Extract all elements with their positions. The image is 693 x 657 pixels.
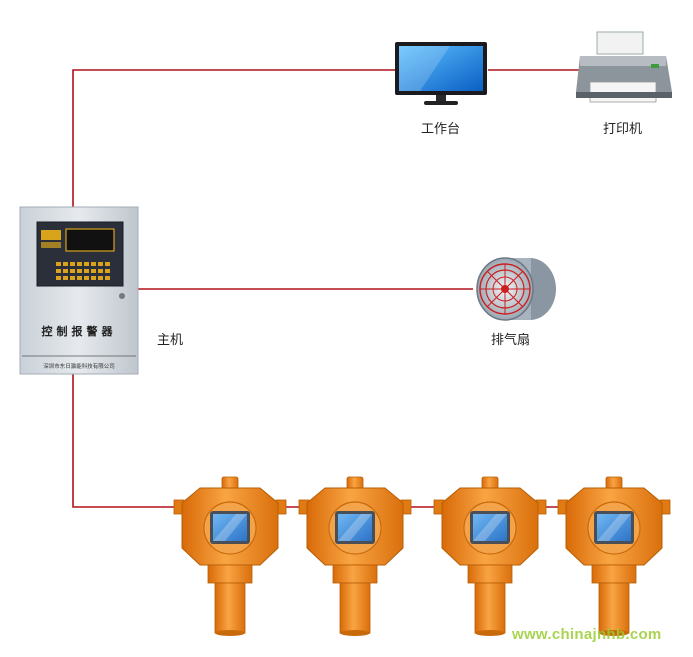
cabinet-panel-title: 控制报警器 — [42, 324, 117, 338]
watermark-text: www.chinajnhb.com — [512, 626, 662, 643]
printer-icon — [576, 31, 672, 103]
host-label: 主机 — [157, 333, 184, 348]
wire-host-to-detectors — [72, 374, 178, 508]
cabinet-lock-icon — [119, 293, 125, 299]
detector-lcd-screen — [473, 514, 507, 541]
keypad — [56, 262, 110, 280]
gas-detector-2 — [298, 476, 412, 636]
cabinet-company-name: 深圳市东日瀛能科技有限公司 — [43, 362, 115, 370]
detector-lcd-screen — [338, 514, 372, 541]
controller-cabinet: 控制报警器 深圳市东日瀛能科技有限公司 — [19, 206, 139, 375]
gas-detector-4 — [557, 476, 671, 636]
monitor-icon — [395, 42, 487, 105]
printer-label: 打印机 — [603, 122, 643, 137]
gas-detectors — [173, 476, 671, 636]
exhaust-fan-icon — [476, 257, 556, 321]
connection-wires — [72, 69, 582, 508]
gas-detector-3 — [433, 476, 547, 636]
wire-host-to-workstation — [72, 69, 395, 207]
exhaust-fan-label: 排气扇 — [491, 333, 531, 348]
detector-lcd-screen — [213, 514, 247, 541]
workstation-label: 工作台 — [421, 122, 461, 137]
detector-lcd-screen — [597, 514, 631, 541]
gas-detector-1 — [173, 476, 287, 636]
